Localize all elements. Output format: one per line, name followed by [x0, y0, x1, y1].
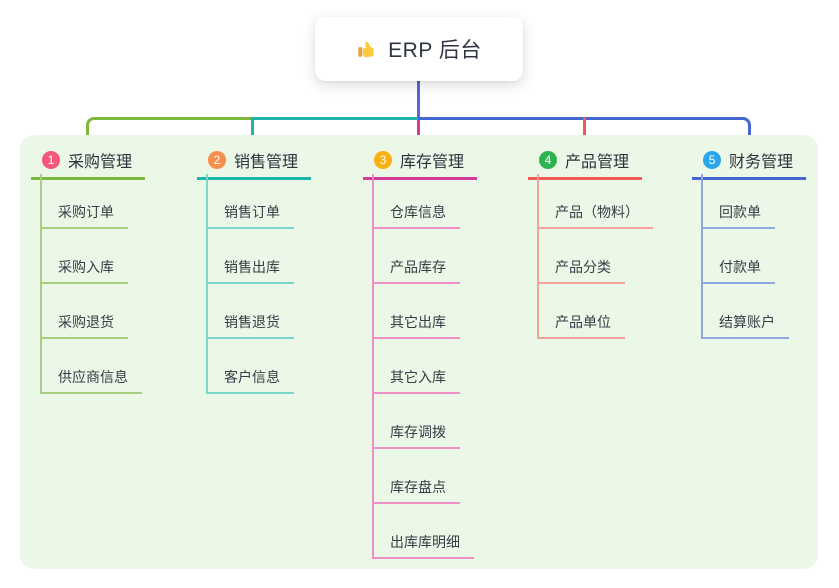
branch-header[interactable]: 1 采购管理	[31, 149, 145, 180]
root-title: ERP 后台	[388, 39, 482, 62]
child-node[interactable]: 采购退货	[40, 312, 128, 339]
child-node[interactable]: 产品库存	[372, 257, 460, 284]
child-row: 销售退货	[206, 284, 357, 339]
child-row: 销售出库	[206, 229, 357, 284]
branch-children: 仓库信息产品库存其它出库其它入库库存调拨库存盘点出库库明细	[363, 174, 523, 559]
branch-number-badge: 1	[42, 151, 60, 169]
branch-children: 回款单付款单结算账户	[692, 174, 839, 339]
child-node[interactable]: 出库库明细	[372, 532, 474, 559]
child-node[interactable]: 销售出库	[206, 257, 294, 284]
child-node[interactable]: 回款单	[701, 202, 775, 229]
child-node[interactable]: 其它入库	[372, 367, 460, 394]
child-row: 销售订单	[206, 174, 357, 229]
connector-drop-product	[583, 117, 586, 145]
child-row: 客户信息	[206, 339, 357, 394]
child-row: 仓库信息	[372, 174, 523, 229]
child-node[interactable]: 付款单	[701, 257, 775, 284]
branch-header[interactable]: 2 销售管理	[197, 149, 311, 180]
child-node[interactable]: 产品单位	[537, 312, 625, 339]
child-row: 结算账户	[701, 284, 839, 339]
connector-root-stem	[417, 81, 420, 117]
child-row: 出库库明细	[372, 504, 523, 559]
connector-bus-purchase	[86, 117, 253, 145]
branch-children: 销售订单销售出库销售退货客户信息	[197, 174, 357, 394]
branch-label: 财务管理	[729, 154, 794, 171]
child-row: 产品（物料）	[537, 174, 688, 229]
branch-children: 产品（物料） 产品分类产品单位	[528, 174, 688, 339]
child-row: 产品库存	[372, 229, 523, 284]
child-row: 库存盘点	[372, 449, 523, 504]
child-node[interactable]: 采购订单	[40, 202, 128, 229]
branches-panel	[20, 135, 818, 569]
branch-3: 3 库存管理 仓库信息产品库存其它出库其它入库库存调拨库存盘点出库库明细	[363, 149, 523, 559]
branch-2: 2 销售管理 销售订单销售出库销售退货客户信息	[197, 149, 357, 394]
root-node[interactable]: ERP 后台	[315, 17, 523, 81]
branch-header[interactable]: 4 产品管理	[528, 149, 642, 180]
branch-label: 销售管理	[234, 154, 299, 171]
branch-number-badge: 5	[703, 151, 721, 169]
connector-drop-inventory	[417, 120, 420, 145]
branch-children: 采购订单采购入库采购退货供应商信息	[31, 174, 191, 394]
connector-bus-sales	[253, 117, 418, 120]
thumbs-up-icon	[356, 38, 378, 60]
child-node[interactable]: 供应商信息	[40, 367, 142, 394]
branch-label: 库存管理	[400, 154, 465, 171]
child-row: 采购退货	[40, 284, 191, 339]
child-node[interactable]: 结算账户	[701, 312, 789, 339]
child-node[interactable]: 库存调拨	[372, 422, 460, 449]
child-row: 其它出库	[372, 284, 523, 339]
child-node[interactable]: 仓库信息	[372, 202, 460, 229]
child-row: 供应商信息	[40, 339, 191, 394]
child-row: 库存调拨	[372, 394, 523, 449]
child-node[interactable]: 产品分类	[537, 257, 625, 284]
branch-1: 1 采购管理 采购订单采购入库采购退货供应商信息	[31, 149, 191, 394]
connector-drop-sales	[251, 117, 254, 145]
child-row: 其它入库	[372, 339, 523, 394]
branch-number-badge: 4	[539, 151, 557, 169]
branch-5: 5 财务管理 回款单付款单结算账户	[692, 149, 839, 339]
child-node[interactable]: 其它出库	[372, 312, 460, 339]
child-row: 回款单	[701, 174, 839, 229]
child-node[interactable]: 销售订单	[206, 202, 294, 229]
child-node[interactable]: 采购入库	[40, 257, 128, 284]
child-row: 付款单	[701, 229, 839, 284]
child-row: 采购订单	[40, 174, 191, 229]
child-node[interactable]: 客户信息	[206, 367, 294, 394]
child-row: 产品单位	[537, 284, 688, 339]
branch-label: 产品管理	[565, 154, 630, 171]
branch-number-badge: 2	[208, 151, 226, 169]
branch-4: 4 产品管理 产品（物料） 产品分类产品单位	[528, 149, 688, 339]
branch-header[interactable]: 5 财务管理	[692, 149, 806, 180]
child-row: 采购入库	[40, 229, 191, 284]
child-node[interactable]: 销售退货	[206, 312, 294, 339]
child-node[interactable]: 库存盘点	[372, 477, 460, 504]
child-row: 产品分类	[537, 229, 688, 284]
branch-header[interactable]: 3 库存管理	[363, 149, 477, 180]
branch-label: 采购管理	[68, 154, 133, 171]
branch-number-badge: 3	[374, 151, 392, 169]
child-node[interactable]: 产品（物料）	[537, 202, 653, 229]
